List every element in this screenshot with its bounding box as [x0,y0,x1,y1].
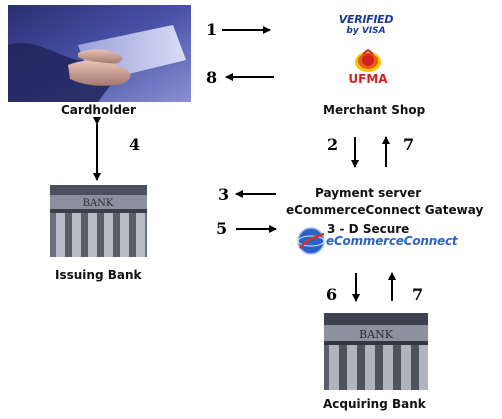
verified-by-visa-line2: by VISA [346,26,386,36]
payment-server-line2: eCommerceConnect Gateway [286,203,484,217]
merchant-shop-label: Merchant Shop [323,103,426,117]
step-5: 5 [216,219,228,238]
bank-sign-text-2: BANK [359,328,394,341]
payment-server-line1: Payment server [315,186,422,200]
issuing-bank-label: Issuing Bank [55,268,142,282]
step-7-lower: 7 [412,285,424,304]
ecommerceconnect-text: eCommerceConnect [326,234,458,248]
globe-icon [297,227,325,255]
ufma-text: UFMA [348,72,388,86]
step-7-upper: 7 [403,135,415,154]
ecommerceconnect-logo: eCommerceConnect [296,226,458,256]
verified-by-visa-line1: VERIFIED [338,13,394,26]
ufma-logo: UFMA [345,48,391,88]
cardholder-label: Cardholder [61,103,136,117]
acquiring-bank-photo: BANK [324,313,428,390]
step-8: 8 [206,68,218,87]
verified-by-visa-logo: VERIFIED by VISA [336,14,396,42]
step-3: 3 [218,185,230,204]
cardholder-photo [8,5,191,102]
step-6: 6 [326,285,338,304]
payment-server-line3: 3 - D Secure [327,222,410,236]
step-4: 4 [129,135,141,154]
issuing-bank-photo: BANK [50,185,147,257]
bank-sign-text: BANK [83,198,114,209]
step-1: 1 [206,20,218,39]
step-2: 2 [327,135,339,154]
acquiring-bank-label: Acquiring Bank [323,397,426,411]
